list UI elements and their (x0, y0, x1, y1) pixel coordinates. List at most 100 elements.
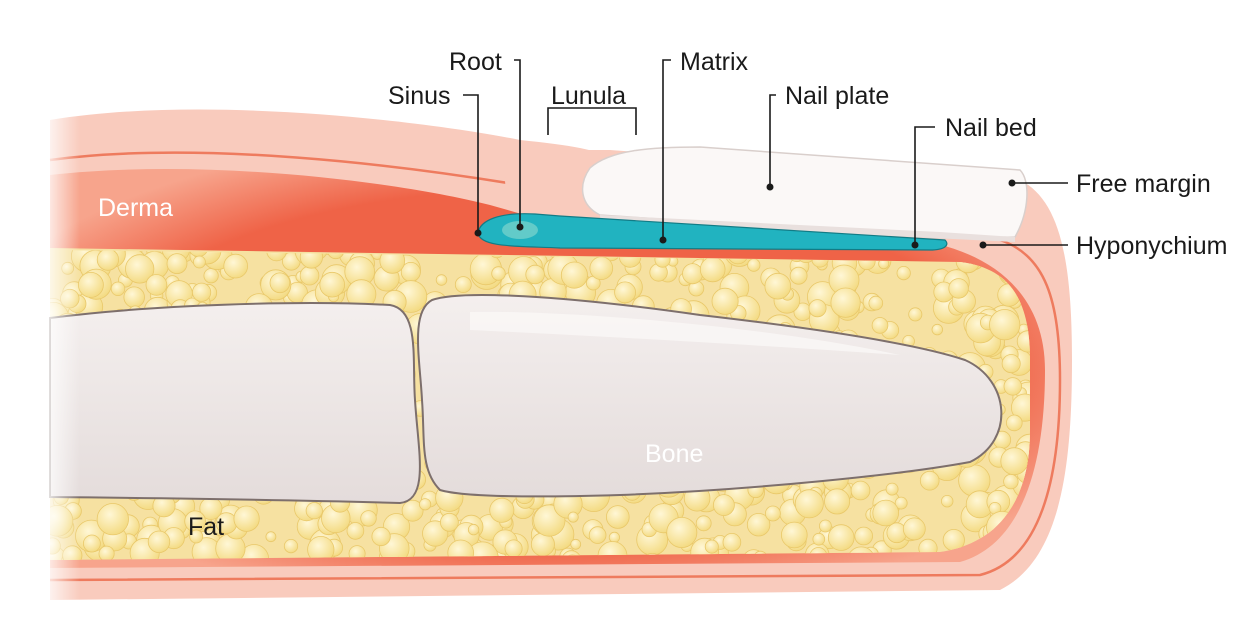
fat-bubble (908, 307, 923, 322)
fat-bubble (203, 268, 219, 284)
fat-bubble (96, 250, 120, 271)
fat-bubble (305, 502, 323, 520)
fat-bubble (223, 253, 249, 279)
fat-bubble (489, 497, 515, 523)
bone-distal (417, 294, 1003, 498)
fat-bubble (588, 526, 607, 544)
fat-bubble (827, 524, 855, 551)
fat-bubble (722, 532, 742, 552)
fat-bubble (695, 515, 712, 532)
nail-plate (581, 146, 1028, 239)
leader-dots (474, 179, 1016, 249)
label-hyponychium: Hyponychium (1076, 232, 1227, 260)
fat-bubble (560, 261, 588, 289)
fat-bubble (780, 521, 808, 549)
fat-bubble (704, 539, 719, 554)
fat-bubble (894, 496, 908, 510)
label-lunula: Lunula (551, 82, 626, 110)
label-sinus: Sinus (388, 82, 451, 110)
label-root: Root (449, 48, 502, 76)
fat-bubble (401, 499, 424, 522)
fat-bubble (871, 317, 889, 334)
fat-bubble (123, 286, 145, 308)
label-nail-bed: Nail bed (945, 114, 1037, 142)
label-matrix: Matrix (680, 48, 749, 76)
fat-bubble (1000, 447, 1029, 476)
fat-bubble (854, 526, 873, 546)
fat-bubble (491, 266, 506, 281)
matrix-nail-bed (477, 213, 948, 251)
fat-bubble (931, 323, 944, 336)
fat-bubble (504, 539, 523, 558)
fat-bubble (307, 535, 335, 560)
fat-bubble (830, 287, 861, 318)
label-free-margin: Free margin (1076, 170, 1211, 198)
skin-line-outer (49, 238, 1062, 582)
fat-bubble (824, 488, 851, 515)
fat-bubble (360, 510, 377, 527)
label-derma: Derma (98, 194, 173, 222)
fat-bubble (765, 505, 781, 522)
fat-bubble (269, 272, 291, 294)
fat-bubble (1016, 330, 1030, 353)
fat-bubble (794, 489, 824, 519)
leader-lines (463, 59, 1068, 246)
fat-bubble (699, 256, 726, 283)
fat-bubble (941, 495, 954, 508)
fat-bubble (567, 511, 579, 523)
fat-bubble (589, 256, 614, 281)
fat-bubble (418, 498, 432, 511)
label-bone: Bone (645, 440, 703, 468)
fat-bubble (166, 253, 188, 275)
bone-highlight (470, 311, 900, 355)
fat-bubble (371, 526, 391, 547)
fat-bubble (346, 522, 365, 540)
fat-bubble (868, 295, 884, 311)
fat-bubble (711, 287, 739, 315)
fat-bubble (78, 271, 104, 298)
fat-bubble (850, 480, 871, 501)
fat-bubble (1003, 377, 1023, 396)
fat-bubble (145, 274, 168, 296)
label-fat: Fat (188, 513, 224, 541)
fat-bubble (989, 309, 1021, 341)
fat-bubble (96, 503, 129, 536)
fat-bubble (713, 494, 735, 517)
fat-bubble (1011, 393, 1030, 422)
fat-bubble (192, 282, 212, 302)
fat-bubble (764, 272, 792, 300)
fat-bubble (948, 278, 969, 299)
fat-bubble (439, 512, 459, 532)
fat-bubble (682, 263, 704, 285)
fat-bubble (1005, 414, 1023, 432)
fat-bubble (379, 250, 406, 274)
fat-bubble (147, 530, 171, 554)
fat-bubble (885, 482, 899, 496)
eponychium-fold (505, 140, 615, 215)
fat-bubble (233, 505, 260, 532)
fat-bubble (808, 299, 827, 318)
fat-bubble (435, 274, 448, 286)
fat-bubble (192, 255, 206, 269)
fat-bubble (319, 271, 346, 298)
label-nail-plate: Nail plate (785, 82, 889, 110)
fat-bubble (98, 545, 115, 560)
fat-bubble (110, 281, 126, 297)
fat-bubble (614, 281, 636, 304)
fat-bubble (299, 265, 320, 286)
fat-bubble (608, 531, 621, 544)
nail-plate-shadow (600, 215, 1015, 242)
skin-line-upper (49, 151, 601, 202)
fat-bubble (747, 258, 761, 272)
fat-bubble (812, 532, 826, 546)
fat-bubble (746, 513, 771, 537)
fat-bubble (1001, 354, 1021, 374)
fat-bubble (896, 265, 911, 281)
fat-bubble (454, 276, 472, 294)
fat-bubble (919, 470, 940, 491)
fat-bubble (525, 264, 545, 285)
fat-bubble (265, 531, 277, 543)
fat-bubble (283, 538, 299, 554)
fat-bubble (570, 538, 582, 550)
